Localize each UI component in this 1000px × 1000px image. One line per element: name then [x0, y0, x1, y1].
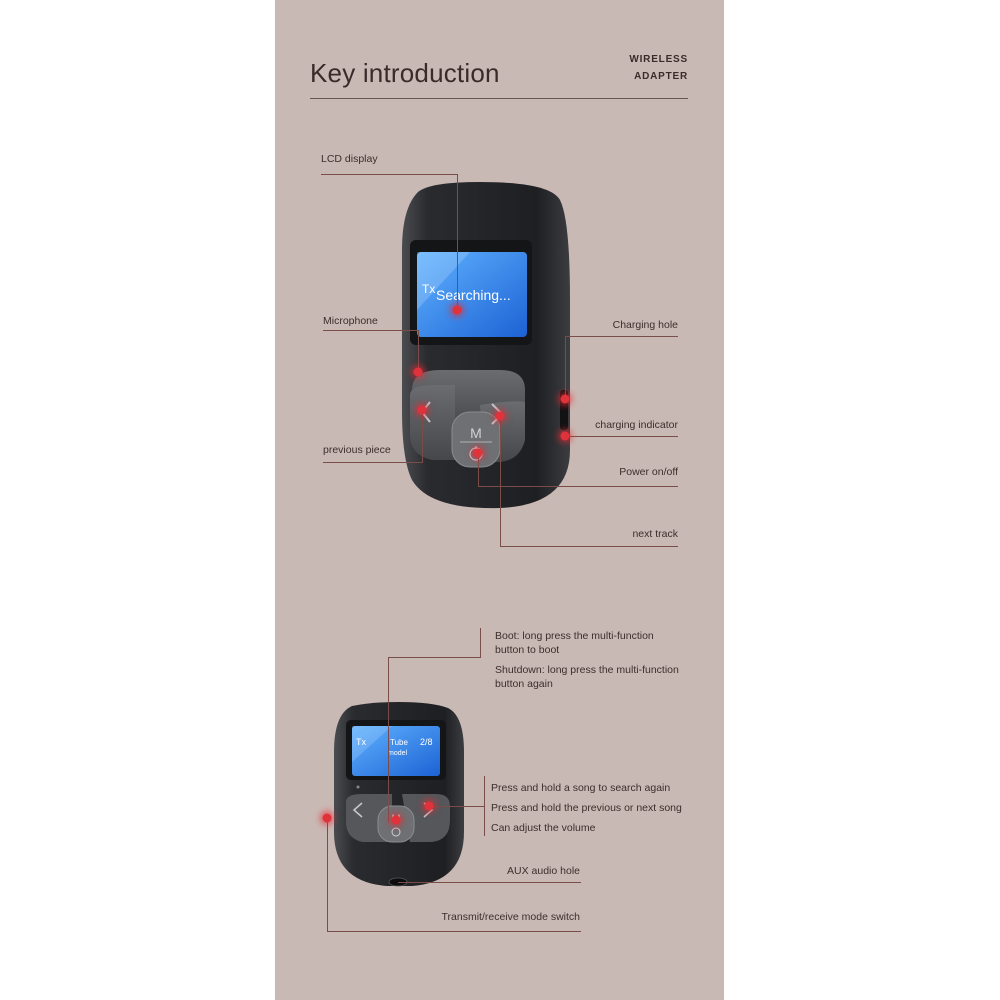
- hotspot-next-volume: [424, 801, 434, 811]
- hotspot-charging-indicator: [560, 431, 570, 441]
- label-microphone: Microphone: [323, 315, 378, 327]
- title-divider: [310, 98, 688, 99]
- leader-next-v: [500, 416, 501, 546]
- screen-mode-text: Tx: [422, 282, 435, 296]
- leader-indicator-h: [566, 436, 678, 437]
- page-title: Key introduction: [310, 58, 500, 88]
- leader-mic-v: [418, 330, 419, 372]
- screen2-mode-text: Tx: [356, 737, 366, 747]
- leader-mic-h: [323, 330, 419, 331]
- leader-lcd-h: [321, 174, 458, 175]
- label-shutdown: Shutdown: long press the multi-function …: [495, 663, 715, 691]
- hotspot-lcd: [452, 305, 462, 315]
- label-mode-switch: Transmit/receive mode switch: [441, 911, 580, 923]
- label-aux-hole: AUX audio hole: [507, 865, 580, 877]
- bracket-v: [480, 628, 481, 658]
- shutdown-line-1: Shutdown: long press the multi-function: [495, 664, 679, 676]
- label-press-hold-prev-next: Press and hold the previous or next song: [491, 802, 682, 814]
- leader-switch-h: [327, 931, 581, 932]
- leader-volume-h: [432, 806, 485, 807]
- label-lcd-display: LCD display: [321, 153, 378, 165]
- hotspot-prev: [417, 405, 427, 415]
- leader-prev-v: [422, 410, 423, 462]
- hotspot-mode-switch: [322, 813, 332, 823]
- leader-boot-v: [388, 657, 389, 822]
- brand-line-1: WIRELESS: [629, 54, 688, 65]
- label-adjust-volume: Can adjust the volume: [491, 822, 596, 834]
- hotspot-charging-hole: [560, 394, 570, 404]
- label-press-hold-search: Press and hold a song to search again: [491, 782, 671, 794]
- device-top-screen: [417, 252, 527, 337]
- leader-power-v: [478, 453, 479, 486]
- leader-lcd-v: [457, 174, 458, 309]
- boot-line-1: Boot: long press the multi-function: [495, 630, 654, 642]
- leader-switch-v: [327, 818, 328, 931]
- label-charging-indicator: charging indicator: [595, 419, 678, 431]
- label-boot: Boot: long press the multi-function butt…: [495, 629, 715, 657]
- product-panel: Key introduction WIRELESS ADAPTER: [275, 0, 724, 1000]
- screen-status-text: Searching...: [436, 287, 511, 303]
- leader-next-h: [500, 546, 678, 547]
- hotspot-multi-function: [391, 815, 401, 825]
- leader-boot-h: [388, 657, 481, 658]
- label-next-track: next track: [632, 528, 678, 540]
- hotspot-power: [473, 448, 483, 458]
- leader-prev-h: [323, 462, 423, 463]
- prev-button: [410, 385, 455, 460]
- device-bottom-illustration: Tx Tube 2/8 model M: [334, 702, 464, 887]
- screen2-track-text: 2/8: [420, 737, 433, 747]
- brand-label: WIRELESS ADAPTER: [629, 51, 688, 85]
- screen2-label-text: Tube: [390, 738, 408, 747]
- screen2-sub-text: model: [388, 750, 408, 757]
- label-charging-hole: Charging hole: [612, 319, 678, 331]
- device-top-illustration: Tx Searching... M: [402, 182, 570, 509]
- leader-power-h: [478, 486, 678, 487]
- m-button-text: M: [470, 425, 482, 441]
- hotspot-next: [495, 411, 505, 421]
- label-previous-piece: previous piece: [323, 444, 391, 456]
- boot-line-2: button to boot: [495, 644, 560, 656]
- leader-charge-h: [565, 336, 678, 337]
- brand-line-2: ADAPTER: [634, 71, 688, 82]
- label-power-on-off: Power on/off: [619, 466, 678, 478]
- leader-aux-h: [398, 882, 581, 883]
- device-bottom-screen: [352, 726, 440, 776]
- shutdown-line-2: button again: [495, 678, 553, 690]
- leader-charge-v: [565, 336, 566, 399]
- hotspot-microphone: [413, 367, 423, 377]
